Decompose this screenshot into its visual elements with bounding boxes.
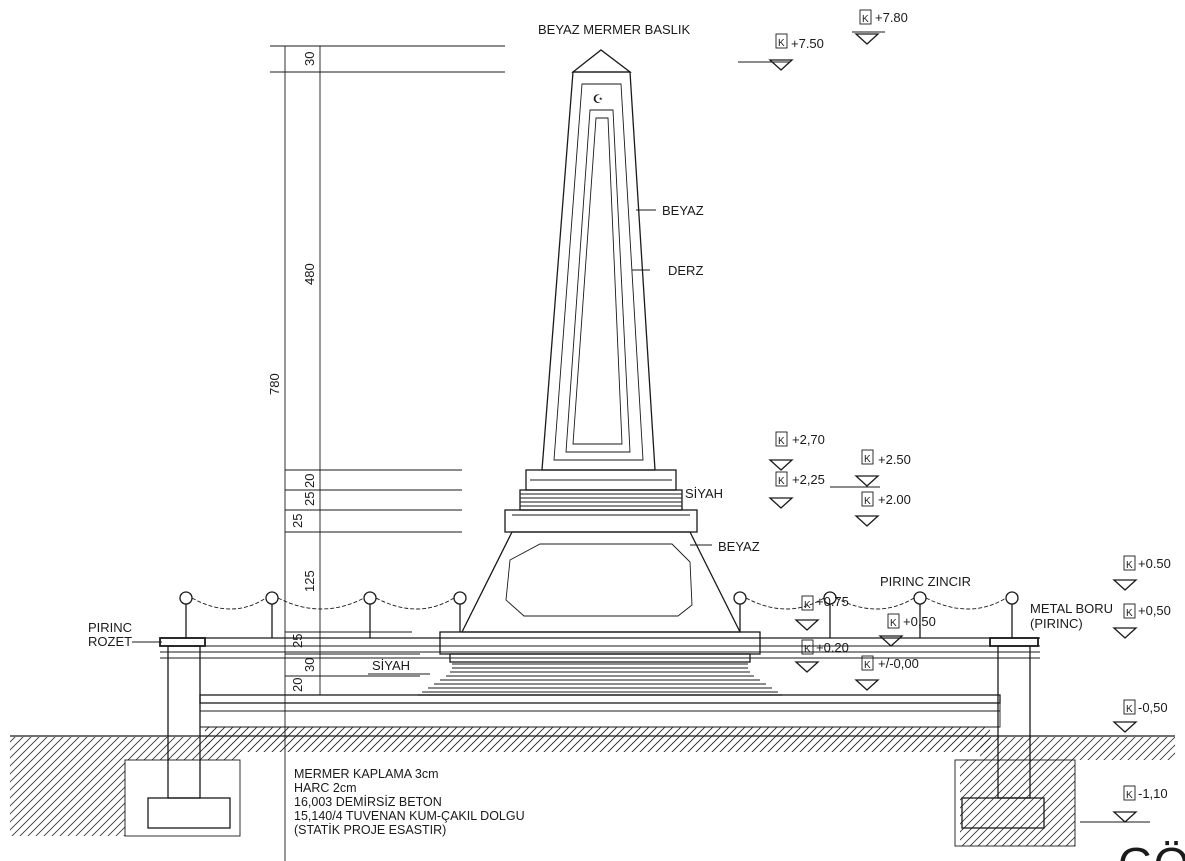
- level-250: K +2.50: [830, 449, 911, 488]
- level-020-value: +0.20: [816, 640, 849, 655]
- svg-text:K: K: [1126, 790, 1133, 801]
- level-270: K +2,70: [768, 431, 825, 471]
- level-750: K +7.50: [738, 33, 824, 71]
- svg-text:K: K: [778, 38, 785, 49]
- label-metal-pipe-brass: (PIRINC): [1030, 616, 1083, 631]
- label-brass-rosette-2: ROZET: [88, 634, 132, 649]
- level-050-pipe: K +0,50: [1112, 603, 1171, 639]
- svg-text:K: K: [778, 476, 785, 487]
- dim-25b: 25: [290, 514, 305, 528]
- foundation-layers: [199, 694, 1001, 728]
- level-225-value: +2,25: [792, 472, 825, 487]
- level-250-value: +2.50: [878, 452, 911, 467]
- crescent-star-icon: ☪: [593, 92, 604, 106]
- svg-text:K: K: [890, 618, 897, 629]
- obelisk-shaft: ☪: [541, 49, 656, 471]
- railing-left: [179, 591, 467, 638]
- partial-title-letters: GÖ: [1118, 838, 1185, 861]
- level-075: K +0.75: [794, 594, 849, 631]
- level-000-value: +/-0,00: [878, 656, 919, 671]
- dim-25c: 25: [290, 634, 305, 648]
- svg-text:K: K: [862, 14, 869, 25]
- level-075-value: +0.75: [816, 594, 849, 609]
- dimension-lines: [270, 45, 505, 861]
- level-780: K +7.80: [852, 9, 908, 45]
- label-white-upper: BEYAZ: [662, 203, 704, 218]
- label-brass-rosette-1: PIRINC: [88, 620, 132, 635]
- label-black-band: SİYAH: [685, 486, 723, 501]
- level-780-value: +7.80: [875, 10, 908, 25]
- level-050-right-value: +0.50: [1138, 556, 1171, 571]
- elevation-markers: K +7.80 K +7.50 K +2,70 K +2,25: [738, 9, 1171, 823]
- label-metal-pipe: METAL BORU: [1030, 601, 1113, 616]
- railing-right: [733, 591, 1019, 638]
- level-750-value: +7.50: [791, 36, 824, 51]
- black-band: [519, 469, 683, 511]
- construction-notes: MERMER KAPLAMA 3cm HARC 2cm 16,003 DEMİR…: [294, 767, 525, 837]
- level-m110-value: -1,10: [1138, 786, 1168, 801]
- level-200: K +2.00: [854, 491, 911, 527]
- level-050-mid: K +0,50: [878, 613, 936, 647]
- svg-text:K: K: [804, 644, 811, 655]
- level-200-value: +2.00: [878, 492, 911, 507]
- note-fill: 15,140/4 TUVENAN KUM-ÇAKIL DOLGU: [294, 809, 525, 823]
- ground: [10, 727, 1175, 847]
- dim-20: 20: [302, 474, 317, 488]
- svg-text:K: K: [1126, 704, 1133, 715]
- level-000: K +/-0,00: [854, 655, 919, 691]
- svg-text:K: K: [864, 660, 871, 671]
- svg-text:K: K: [804, 600, 811, 611]
- level-020: K +0.20: [794, 639, 849, 673]
- pedestal: [460, 509, 742, 633]
- dim-25a: 25: [302, 492, 317, 506]
- label-brass-chain: PIRINC ZINCIR: [880, 574, 971, 589]
- level-m050-value: -0,50: [1138, 700, 1168, 715]
- svg-text:K: K: [864, 454, 871, 465]
- note-static: (STATİK PROJE ESASTIR): [294, 823, 446, 837]
- dim-780: 780: [267, 373, 282, 395]
- level-050-pipe-value: +0,50: [1138, 603, 1171, 618]
- soil-right: [960, 737, 1175, 846]
- label-black-steps: SİYAH: [372, 658, 410, 673]
- svg-text:K: K: [1126, 560, 1133, 571]
- edge-lines: [160, 637, 1040, 659]
- railing: [179, 591, 1019, 638]
- dim-20-bot: 20: [290, 678, 305, 692]
- marble-cap: [571, 49, 632, 73]
- svg-text:K: K: [1126, 608, 1133, 619]
- note-concrete: 16,003 DEMİRSİZ BETON: [294, 795, 442, 809]
- level-225: K +2,25: [768, 471, 825, 509]
- note-mortar: HARC 2cm: [294, 781, 357, 795]
- level-050-right: K +0.50: [1112, 555, 1171, 591]
- svg-text:K: K: [778, 436, 785, 447]
- level-m110: K -1,10: [1080, 785, 1168, 823]
- label-joint: DERZ: [668, 263, 703, 278]
- dim-125: 125: [302, 570, 317, 592]
- dim-30-top: 30: [302, 52, 317, 66]
- level-m050: K -0,50: [1112, 699, 1168, 733]
- dim-30-bot: 30: [302, 658, 317, 672]
- base-steps: [418, 631, 782, 696]
- note-marble: MERMER KAPLAMA 3cm: [294, 767, 438, 781]
- level-270-value: +2,70: [792, 432, 825, 447]
- label-white-lower: BEYAZ: [718, 539, 760, 554]
- level-050-mid-value: +0,50: [903, 614, 936, 629]
- svg-text:K: K: [864, 496, 871, 507]
- dim-480: 480: [302, 263, 317, 285]
- soil-under-slab: [205, 727, 990, 752]
- label-cap: BEYAZ MERMER BASLIK: [538, 22, 691, 37]
